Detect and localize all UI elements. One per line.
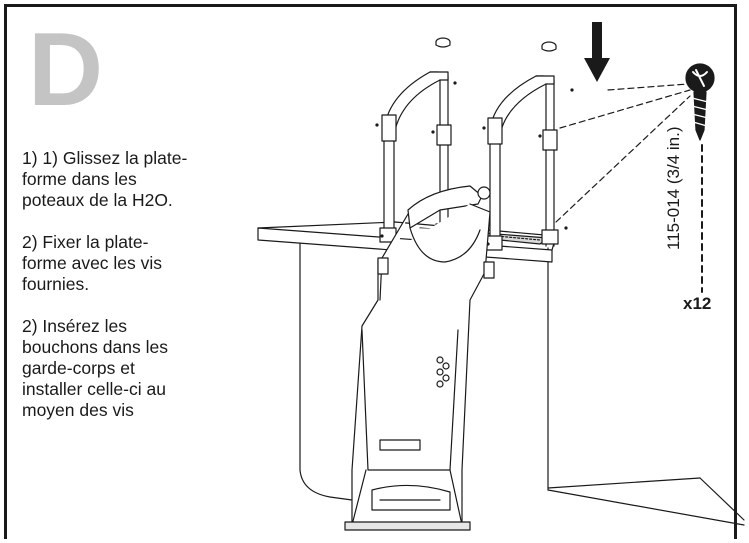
screw-icon (685, 63, 715, 293)
down-arrow-icon (584, 22, 610, 82)
leader-lines (555, 83, 691, 223)
instruction-step-3: 2) Insérez les bouchons dans les garde-c… (22, 316, 168, 420)
instruction-step-2: 2) Fixer la plate- forme avec les vis fo… (22, 232, 163, 294)
rail-caps (435, 37, 557, 52)
instruction-step-1: 1) 1) Glissez la plate- forme dans les p… (22, 148, 188, 210)
pool-wall (299, 239, 745, 526)
instruction-frame (4, 4, 737, 539)
quantity-label: x12 (683, 294, 712, 313)
part-number-label: 115-014 (3/4 in.) (664, 126, 683, 250)
ladder (344, 185, 495, 531)
right-handrail (485, 75, 559, 251)
step-letter: D (28, 12, 103, 128)
instruction-list: 1) 1) Glissez la plate- forme dans les p… (22, 148, 254, 442)
